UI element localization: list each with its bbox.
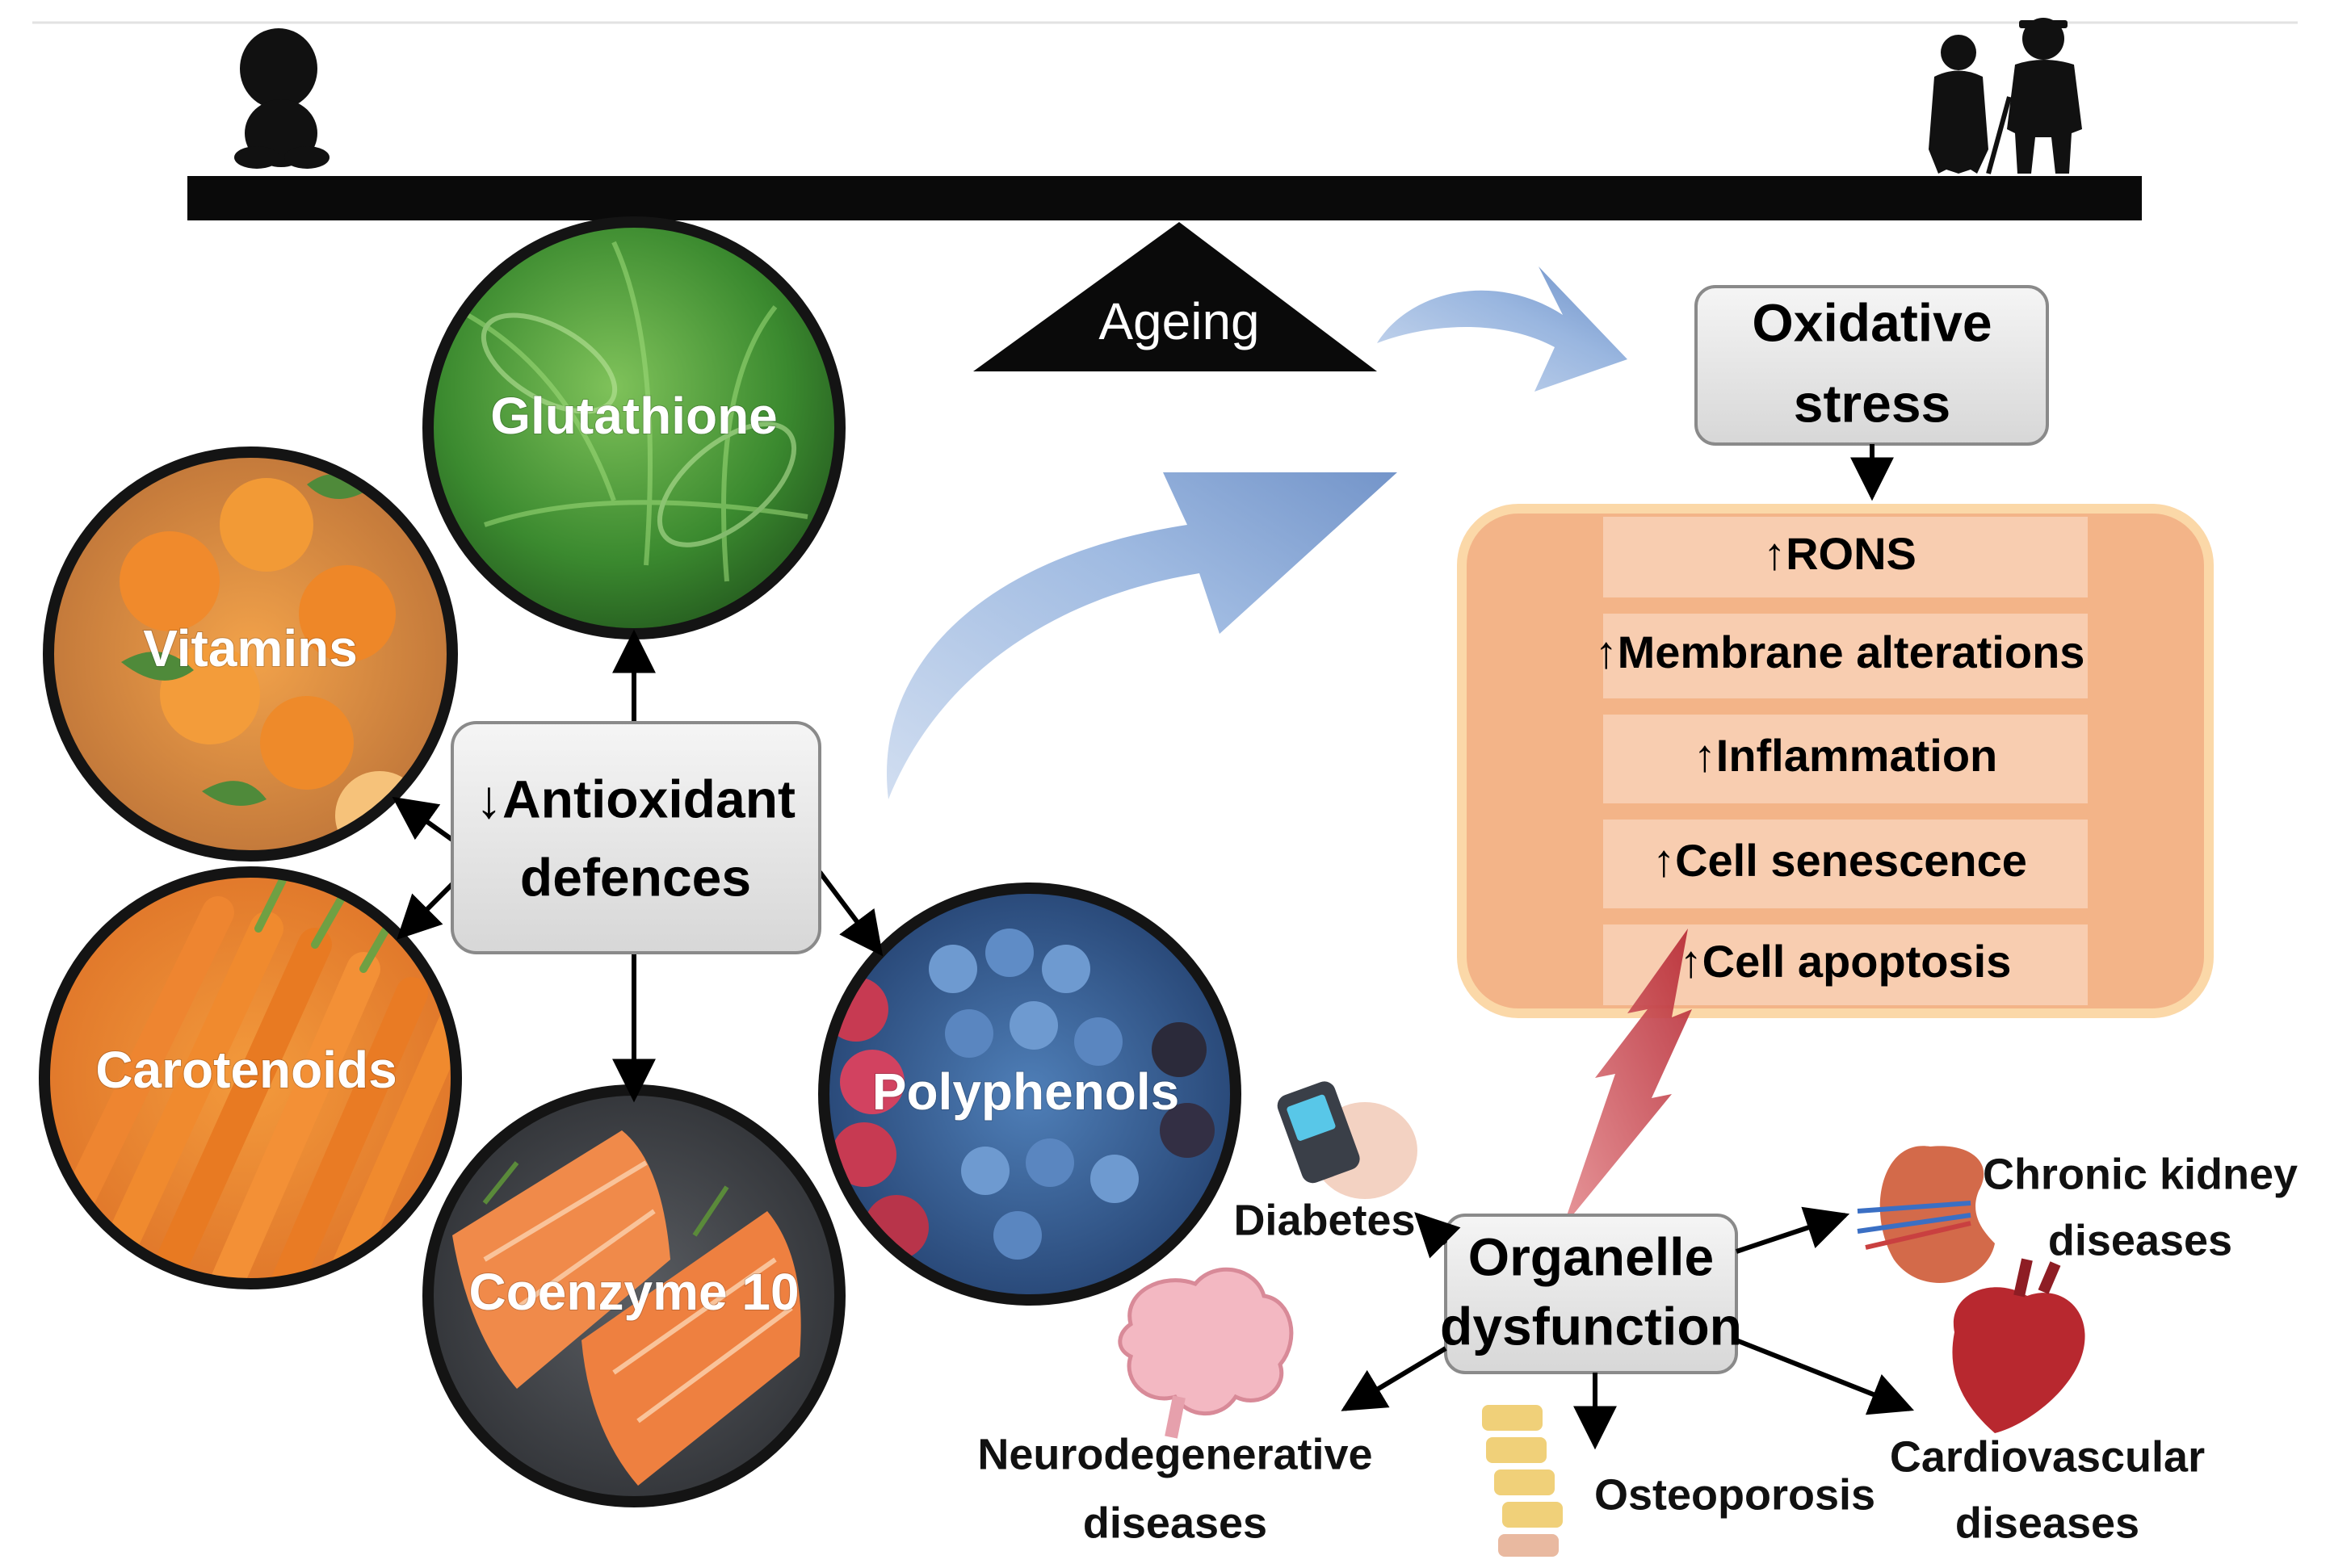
antioxidant-arrows [392,629,884,1103]
effects-panel: ↑RONS ↑Membrane alterations ↑Inflammatio… [1457,504,2214,1018]
effect-item: ↑Inflammation [1694,730,1997,781]
salmon-fillet-icon [452,1130,801,1486]
lightning-bolt [1563,929,1692,1227]
effect-item: ↑Membrane alterations [1595,627,2085,677]
spinach-leaves-icon [451,241,808,582]
disease-label: diseases [2048,1216,2232,1264]
antioxidant-label-line1: ↓Antioxidant [476,769,796,828]
heart-icon [1952,1258,2085,1433]
effect-item: ↑RONS [1763,528,1916,579]
food-label: Polyphenols [872,1063,1180,1121]
glucose-meter-icon [1277,1081,1417,1199]
food-label: Coenzyme 10 [468,1263,799,1321]
blue-arrow-antioxidant [886,472,1397,799]
food-circle-polyphenols: Polyphenols [818,883,1241,1306]
food-circle-glutathione: Glutathione [422,216,846,639]
disease-label: Cardiovascular [1890,1432,2205,1481]
effect-strips [1603,517,2088,1005]
organelle-label-line1: Organelle [1468,1226,1714,1286]
fulcrum-label: Ageing [1098,292,1259,350]
food-label: Carotenoids [95,1041,397,1099]
food-circle-coenzyme10: Coenzyme 10 [422,1084,846,1507]
disease-label: diseases [1955,1499,2139,1547]
organelle-arrows [1341,1206,1915,1450]
oxidative-title-line2: stress [1794,373,1951,433]
food-circle-vitamins: Vitamins [43,447,458,862]
elderly-couple-icon [1929,18,2082,174]
antioxidant-label-line2: defences [520,847,751,907]
effect-item: ↑Cell apoptosis [1680,936,2012,987]
food-label: Glutathione [490,387,778,445]
disease-label: Diabetes [1233,1196,1415,1244]
organelle-label-line2: dysfunction [1440,1296,1742,1356]
disease-label: Neurodegenerative [977,1430,1372,1478]
food-label: Vitamins [143,619,358,677]
kidney-icon [1857,1146,1995,1283]
blue-arrow-ageing [1377,266,1627,392]
effect-item: ↑Cell senescence [1652,835,2027,886]
disease-label: Osteoporosis [1594,1470,1875,1519]
balance-bar [187,176,2142,220]
disease-label: diseases [1083,1499,1267,1547]
spine-icon [1482,1405,1563,1557]
brain-icon [1118,1267,1294,1439]
carrots-icon [65,876,456,1284]
oxidative-stress-box: Oxidative stress [1694,285,2049,446]
disease-label: Chronic kidney [1983,1150,2298,1198]
baby-icon [234,28,330,169]
ageing-fulcrum [973,222,1377,371]
organelle-dysfunction-box: Organelle dysfunction [1440,1214,1742,1374]
food-circle-carotenoids: Carotenoids [39,866,462,1289]
antioxidant-defences-box: ↓Antioxidant defences [451,721,821,954]
oxidative-title-line1: Oxidative [1752,292,1992,352]
